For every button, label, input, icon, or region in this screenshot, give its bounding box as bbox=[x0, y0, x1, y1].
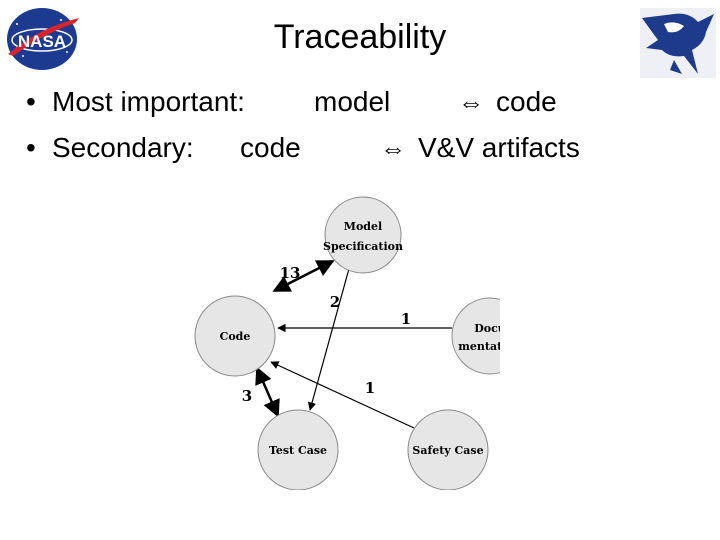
node-label: Safety Case bbox=[412, 444, 483, 457]
trace-source: model bbox=[314, 86, 391, 117]
bullet-marker: • bbox=[26, 132, 36, 163]
traceability-diagram: Model Specification Code Docu mentation … bbox=[194, 196, 500, 490]
node-label: Test Case bbox=[269, 444, 327, 457]
trace-target: V&V artifacts bbox=[418, 132, 580, 163]
bullet-item: • Secondary: code ⇔ V&V artifacts bbox=[26, 130, 706, 176]
edge-code-test bbox=[255, 366, 280, 418]
bullet-label: Most important: bbox=[52, 86, 245, 117]
node-code: Code bbox=[194, 295, 276, 377]
edge-label: 1 bbox=[365, 379, 375, 397]
node-label: Specification bbox=[323, 240, 403, 253]
trace-source: code bbox=[240, 132, 301, 163]
edge-label: 3 bbox=[242, 387, 252, 405]
node-test-case: Test Case bbox=[257, 409, 339, 490]
node-label: mentation bbox=[458, 340, 500, 353]
node-label: Docu bbox=[474, 322, 500, 335]
edge-label: 13 bbox=[280, 264, 301, 282]
page-title: Traceability bbox=[273, 18, 447, 56]
edge-model-test bbox=[307, 264, 351, 411]
node-label: Code bbox=[220, 330, 251, 343]
bullet-label: Secondary: bbox=[52, 132, 194, 163]
edge-test-safety bbox=[270, 361, 415, 429]
edge-model-code bbox=[272, 259, 335, 293]
svg-text:NASA: NASA bbox=[18, 32, 66, 51]
node-label: Model bbox=[344, 220, 382, 233]
trace-target: code bbox=[496, 86, 557, 117]
node-model-specification: Model Specification bbox=[323, 196, 403, 274]
edge-label: 2 bbox=[330, 293, 340, 311]
nasa-logo: NASA bbox=[7, 8, 79, 70]
bullet-list: • Most important: model ⇔ code • Seconda… bbox=[26, 84, 706, 176]
bidirectional-arrow-icon: ⇔ bbox=[380, 133, 406, 163]
node-safety-case: Safety Case bbox=[407, 409, 489, 490]
bullet-marker: • bbox=[26, 86, 36, 117]
node-documentation: Docu mentation bbox=[451, 297, 500, 375]
bird-logo-icon bbox=[640, 8, 716, 78]
edge-label: 1 bbox=[401, 310, 411, 328]
bullet-item: • Most important: model ⇔ code bbox=[26, 84, 706, 130]
bidirectional-arrow-icon: ⇔ bbox=[458, 87, 484, 117]
